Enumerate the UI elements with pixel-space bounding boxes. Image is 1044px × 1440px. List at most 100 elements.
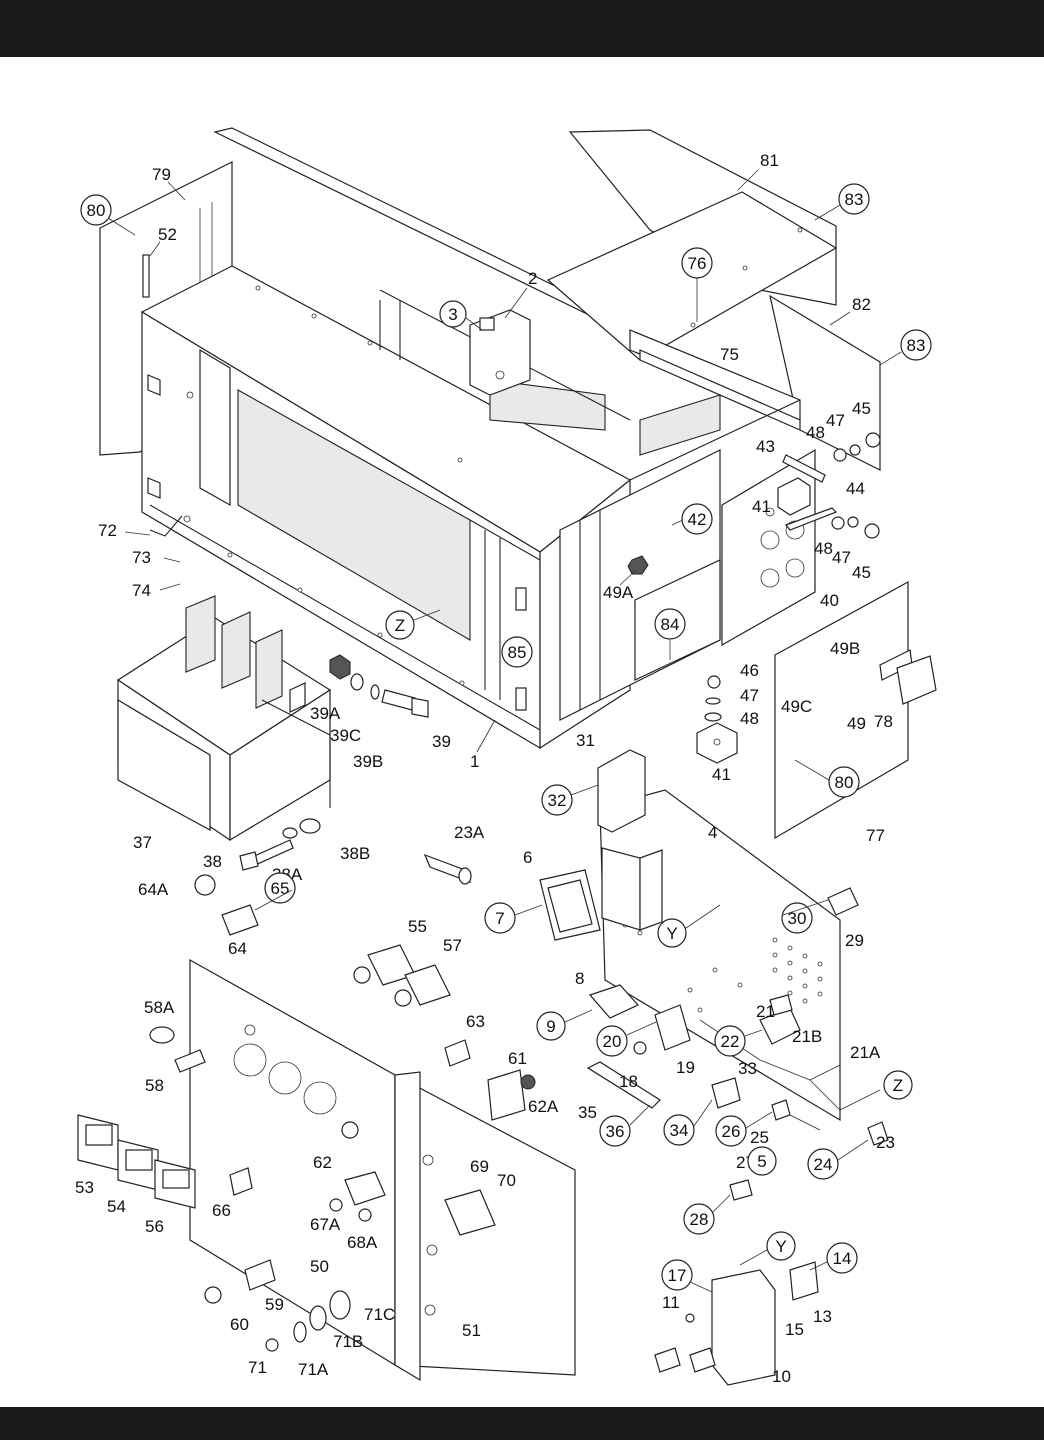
callout-66: 66 (212, 1201, 231, 1220)
svg-text:36: 36 (606, 1122, 625, 1141)
svg-text:80: 80 (835, 773, 854, 792)
svg-text:9: 9 (546, 1017, 555, 1036)
callout-42-circle: 42 (681, 503, 713, 535)
meter-56 (154, 1159, 196, 1209)
callout-z2-circle: Z (883, 1070, 913, 1100)
svg-text:Z: Z (893, 1076, 903, 1095)
callout-21a: 21A (850, 1043, 881, 1062)
svg-text:42: 42 (688, 510, 707, 529)
callout-82: 82 (852, 295, 871, 314)
callout-49c: 49C (781, 697, 812, 716)
callout-55: 55 (408, 917, 427, 936)
callout-58: 58 (145, 1076, 164, 1095)
callout-81: 81 (760, 151, 779, 170)
svg-text:30: 30 (788, 909, 807, 928)
callout-78: 78 (874, 712, 893, 731)
callout-40: 40 (820, 591, 839, 610)
callout-43: 43 (756, 437, 775, 456)
callout-34-circle: 34 (663, 1114, 695, 1146)
callout-64a: 64A (138, 880, 169, 899)
callout-77: 77 (866, 826, 885, 845)
callout-83b-circle: 83 (900, 329, 932, 361)
callout-62a: 62A (528, 1097, 559, 1116)
callout-39: 39 (432, 732, 451, 751)
callout-9-circle: 9 (536, 1011, 566, 1041)
svg-text:65: 65 (271, 879, 290, 898)
callout-51: 51 (462, 1321, 481, 1340)
callout-46: 46 (740, 661, 759, 680)
callout-49: 49 (847, 714, 866, 733)
callout-30-circle: 30 (781, 902, 813, 934)
callout-45: 45 (852, 399, 871, 418)
callout-38: 38 (203, 852, 222, 871)
callout-6: 6 (523, 848, 532, 867)
callout-67a: 67A (310, 1215, 341, 1234)
callout-37: 37 (133, 833, 152, 852)
callout-41: 41 (752, 497, 771, 516)
fuse-23a (423, 853, 472, 885)
callout-57: 57 (443, 936, 462, 955)
svg-text:22: 22 (721, 1032, 740, 1051)
bracket-10 (654, 1261, 819, 1386)
svg-text:14: 14 (833, 1249, 852, 1268)
callout-35: 35 (578, 1103, 597, 1122)
svg-text:28: 28 (690, 1210, 709, 1229)
callout-45b: 45 (852, 563, 871, 582)
svg-text:32: 32 (548, 791, 567, 810)
callout-79: 79 (152, 165, 171, 184)
base-plate (539, 749, 889, 1201)
callout-62: 62 (313, 1153, 332, 1172)
svg-text:34: 34 (670, 1121, 689, 1140)
callout-63: 63 (466, 1012, 485, 1031)
svg-text:83: 83 (907, 336, 926, 355)
callout-36-circle: 36 (599, 1115, 631, 1147)
callout-53: 53 (75, 1178, 94, 1197)
svg-text:26: 26 (722, 1122, 741, 1141)
callout-39c: 39C (330, 726, 361, 745)
svg-text:17: 17 (668, 1266, 687, 1285)
callout-70: 70 (497, 1171, 516, 1190)
svg-text:20: 20 (603, 1032, 622, 1051)
svg-text:76: 76 (688, 254, 707, 273)
svg-text:85: 85 (508, 643, 527, 662)
svg-text:5: 5 (757, 1152, 766, 1171)
callout-2: 2 (528, 269, 537, 288)
callout-y-circle: Y (657, 918, 687, 948)
callout-24-circle: 24 (807, 1148, 839, 1180)
callout-22-circle: 22 (714, 1025, 746, 1057)
callout-49b: 49B (830, 639, 860, 658)
meter-54 (117, 1139, 159, 1191)
enclosure-frame (99, 127, 881, 750)
callout-23a: 23A (454, 823, 485, 842)
callout-85-circle: 85 (501, 636, 533, 668)
callout-28-circle: 28 (683, 1203, 715, 1235)
callout-50: 50 (310, 1257, 329, 1276)
circled-callouts: 80 83 76 3 83 42 Z 84 85 32 80 65 30 7 Y… (80, 183, 932, 1291)
transformer (116, 595, 429, 871)
meter-53 (77, 1114, 119, 1171)
front-panel-assembly (77, 874, 576, 1382)
svg-text:Y: Y (666, 924, 677, 943)
callout-19: 19 (676, 1058, 695, 1077)
callout-21: 21 (756, 1002, 775, 1021)
callout-31: 31 (576, 731, 595, 750)
callout-3-circle: 3 (439, 300, 467, 328)
callout-1: 1 (470, 752, 479, 771)
bottom-band (0, 1407, 1044, 1440)
callout-80b-circle: 80 (828, 766, 860, 798)
callout-47: 47 (826, 411, 845, 430)
leader-lines (107, 169, 902, 1293)
callout-39b: 39B (353, 752, 383, 771)
callout-71a: 71A (298, 1360, 329, 1379)
callout-59: 59 (265, 1295, 284, 1314)
callout-y2-circle: Y (766, 1231, 796, 1261)
callout-48c: 48 (740, 709, 759, 728)
callout-14-circle: 14 (826, 1242, 858, 1274)
svg-text:Y: Y (775, 1237, 786, 1256)
callout-84-circle: 84 (654, 608, 686, 640)
callout-20-circle: 20 (596, 1025, 628, 1057)
callout-13: 13 (813, 1307, 832, 1326)
callout-11: 11 (662, 1293, 680, 1312)
callout-71b: 71B (333, 1332, 363, 1351)
